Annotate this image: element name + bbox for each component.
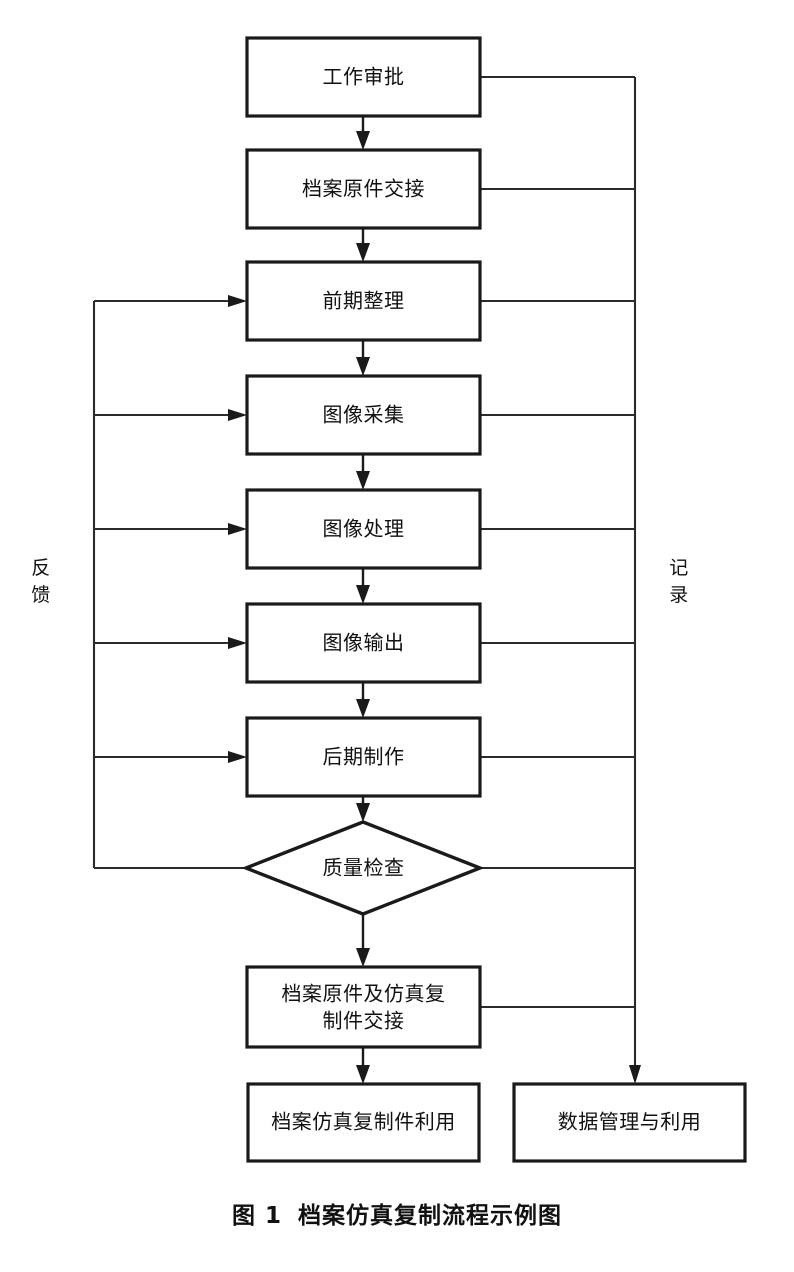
node-前期整理[interactable]: 前期整理: [245, 260, 482, 342]
arrowhead-n9-n10: [356, 1065, 370, 1084]
node-label-n9-line1: 档案原件及仿真复: [282, 982, 446, 1006]
node-label-n3: 前期整理: [323, 289, 405, 313]
node-档案原件及仿真复制件交接[interactable]: 档案原件及仿真复 制件交接: [245, 965, 482, 1049]
node-rect-n2[interactable]: [245, 148, 482, 230]
feedback-label-char2: 馈: [31, 584, 51, 606]
feedback-branch-group: [92, 295, 247, 870]
node-rect-n7[interactable]: [245, 716, 482, 798]
figure-caption: 图 1 档案仿真复制流程示例图: [0, 1196, 794, 1230]
feedback-arrowhead-n4: [228, 409, 247, 421]
arrowhead-n6-n7: [356, 699, 370, 718]
node-后期制作[interactable]: 后期制作: [245, 716, 482, 798]
left-side-label-feedback: 反 馈: [31, 557, 51, 606]
arrowhead-n3-n4: [356, 357, 370, 376]
node-label-n10: 档案仿真复制件利用: [271, 1110, 456, 1134]
node-diamond-n8[interactable]: [241, 820, 485, 916]
node-label-n5: 图像处理: [323, 517, 405, 541]
feedback-arrowhead-n5: [228, 523, 247, 535]
main-flow-arrows: [356, 116, 370, 1084]
figure-caption-number: 图 1: [231, 1203, 282, 1229]
arrowhead-n7-n8: [356, 803, 370, 822]
node-rect-n3[interactable]: [245, 260, 482, 342]
record-arrowhead-into-n11: [629, 1065, 641, 1084]
node-label-n2: 档案原件交接: [302, 177, 425, 201]
node-图像处理[interactable]: 图像处理: [245, 488, 482, 570]
node-数据管理与利用[interactable]: 数据管理与利用: [512, 1082, 747, 1163]
node-质量检查[interactable]: 质量检查: [241, 820, 485, 916]
node-rect-n1[interactable]: [245, 36, 482, 118]
arrowhead-n1-n2: [356, 131, 370, 150]
record-label-char1: 记: [669, 557, 689, 579]
node-label-n8: 质量检查: [323, 856, 405, 880]
right-side-label-record: 记 录: [669, 557, 689, 606]
node-label-n11: 数据管理与利用: [558, 1110, 702, 1134]
node-label-n9-line2: 制件交接: [323, 1009, 405, 1033]
node-label-n4: 图像采集: [323, 403, 405, 427]
node-rect-n6[interactable]: [245, 602, 482, 684]
node-rect-n11[interactable]: [512, 1082, 747, 1163]
node-工作审批[interactable]: 工作审批: [245, 36, 482, 118]
figure-caption-title: 档案仿真复制流程示例图: [298, 1203, 562, 1229]
node-label-n6: 图像输出: [323, 631, 405, 655]
node-label-n7: 后期制作: [323, 745, 405, 769]
arrowhead-n8-n9: [356, 948, 370, 967]
arrowhead-n5-n6: [356, 585, 370, 604]
feedback-arrowhead-n3: [228, 295, 247, 307]
node-图像采集[interactable]: 图像采集: [245, 374, 482, 456]
feedback-label-char1: 反: [31, 557, 51, 579]
feedback-arrowhead-n6: [228, 637, 247, 649]
node-rect-n10[interactable]: [246, 1082, 481, 1163]
arrowhead-n2-n3: [356, 243, 370, 262]
node-档案原件交接[interactable]: 档案原件交接: [245, 148, 482, 230]
node-rect-n9[interactable]: [245, 965, 482, 1049]
arrowhead-n4-n5: [356, 471, 370, 490]
feedback-arrowhead-n7: [228, 751, 247, 763]
record-label-char2: 录: [669, 584, 689, 606]
node-rect-n5[interactable]: [245, 488, 482, 570]
node-rect-n4[interactable]: [245, 374, 482, 456]
node-label-n1: 工作审批: [323, 65, 405, 89]
record-branch-group: [480, 75, 641, 1084]
node-档案仿真复制件利用[interactable]: 档案仿真复制件利用: [246, 1082, 481, 1163]
node-图像输出[interactable]: 图像输出: [245, 602, 482, 684]
